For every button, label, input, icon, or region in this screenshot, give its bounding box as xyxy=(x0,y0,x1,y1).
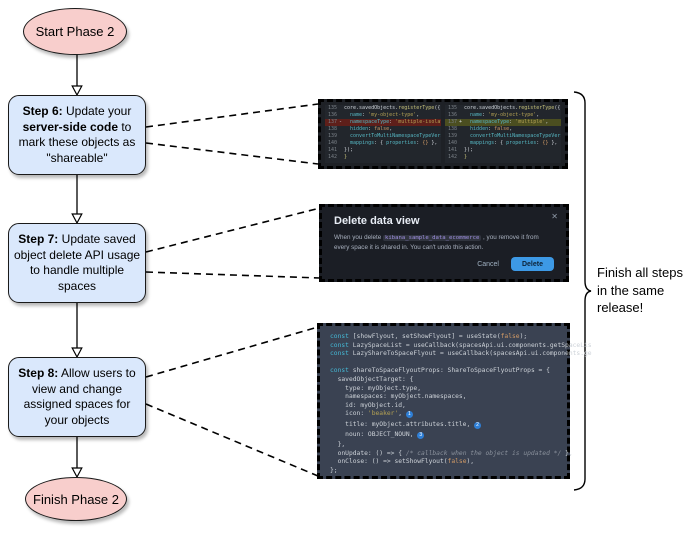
code-line: onClose: () => setShowFlyout(false), xyxy=(330,458,475,466)
start-node-label: Start Phase 2 xyxy=(35,24,115,39)
code-line: noun: OBJECT_NOUN, 3 xyxy=(330,431,557,441)
step-6-label: Step 6: Update your server-side code to … xyxy=(18,104,136,165)
diff-line: 137- namespaceType: 'multiple-isolated', xyxy=(325,119,441,126)
diff-line: 140 mappings: { properties: {} }, xyxy=(327,140,438,146)
modal-actions: Cancel Delete xyxy=(477,257,554,271)
code-line: }; xyxy=(330,466,338,474)
code-line: const shareToSpaceFlyoutProps: ShareToSp… xyxy=(330,367,550,375)
cancel-button[interactable]: Cancel xyxy=(477,260,499,268)
diff-line: 141}); xyxy=(327,147,354,153)
diff-line: 139 convertToMultiNamespaceTypeVersion: … xyxy=(327,133,441,139)
code-line: const LazyShareToSpaceFlyout = useCallba… xyxy=(330,350,592,358)
modal-title: Delete data view xyxy=(334,215,420,227)
finish-node-label: Finish Phase 2 xyxy=(33,491,119,507)
dashed-callout-lines xyxy=(145,103,321,477)
annotation-badge-icon: 2 xyxy=(474,421,482,429)
delete-modal-panel: Delete data view ✕ When you delete kiban… xyxy=(319,204,569,282)
modal-body-prefix: When you delete xyxy=(334,234,384,241)
code-line: onUpdate: () => { /* callback when the o… xyxy=(330,449,573,457)
modal-body-suffix: , you remove it from every space it is s… xyxy=(334,234,539,251)
diff-line: 136 name: 'my-object-type', xyxy=(327,112,420,118)
code-line xyxy=(330,359,557,368)
diff-line: 141}); xyxy=(447,147,474,153)
diff-line: 138 hidden: false, xyxy=(327,126,393,132)
code-line: title: myObject.attributes.title, 2 xyxy=(330,421,557,431)
step-8-label: Step 8: Allow users to view and change a… xyxy=(18,366,136,427)
code-line: const [showFlyout, setShowFlyout] = useS… xyxy=(330,333,528,340)
modal-body-text: When you delete kibana_sample_data_ecomm… xyxy=(334,233,549,252)
diff-line: 140 mappings: { properties: {} }, xyxy=(447,140,558,146)
diff-line: 142} xyxy=(447,154,468,160)
start-node: Start Phase 2 xyxy=(23,8,127,55)
diff-line: 137+ namespaceType: 'multiple', xyxy=(445,119,561,126)
step-7-label: Step 7: Update saved object delete API u… xyxy=(13,232,141,293)
code-line: const LazySpaceList = useCallback(spaces… xyxy=(330,341,592,349)
delete-button[interactable]: Delete xyxy=(510,257,554,271)
code-sample-panel: const [showFlyout, setShowFlyout] = useS… xyxy=(317,323,592,479)
annotation-badge-icon: 3 xyxy=(417,431,425,439)
code-line: id: myObject.id, xyxy=(330,401,406,409)
finish-node: Finish Phase 2 xyxy=(25,477,127,521)
annotation-badge-icon: 1 xyxy=(405,411,413,419)
code-line: }, xyxy=(330,440,346,448)
step-8-box: Step 8: Allow users to view and change a… xyxy=(8,357,146,437)
data-view-code-chip: kibana_sample_data_ecommerce xyxy=(383,235,482,241)
step-6-box: Step 6: Update your server-side code to … xyxy=(8,95,146,175)
code-line: namespaces: myObject.namespaces, xyxy=(330,393,467,401)
code-line: savedObjectTarget: { xyxy=(330,375,414,383)
code-line: icon: 'beaker', 1 xyxy=(330,410,557,420)
step-7-box: Step 7: Update saved object delete API u… xyxy=(8,223,146,303)
diff-line: 138 hidden: false, xyxy=(447,126,513,132)
diff-line: 139 convertToMultiNamespaceTypeVersion: … xyxy=(447,133,561,139)
diff-line: 142} xyxy=(327,154,348,160)
diff-line: 136 name: 'my-object-type', xyxy=(447,112,540,118)
curly-brace xyxy=(573,91,592,491)
code-line: type: myObject.type, xyxy=(330,384,421,392)
close-icon[interactable]: ✕ xyxy=(551,212,558,221)
